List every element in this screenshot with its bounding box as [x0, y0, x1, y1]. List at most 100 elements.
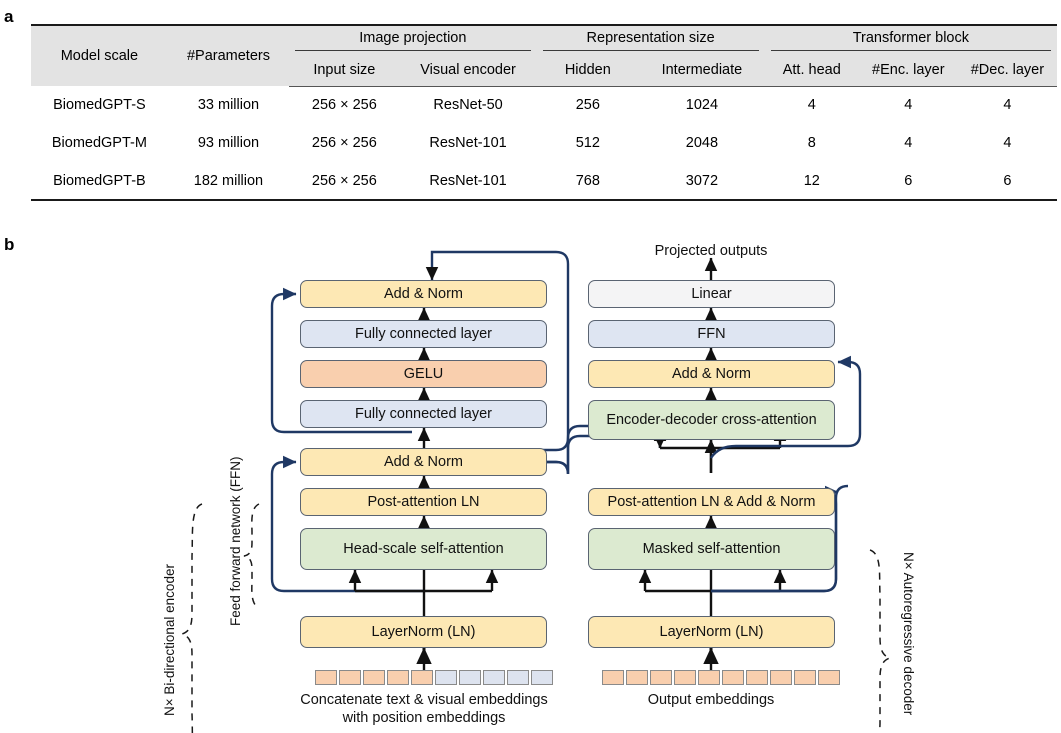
cell-visual-encoder: ResNet-101 [399, 162, 537, 201]
encoder-embedding-token-row [315, 670, 553, 685]
encoder-bracket-label: N× Bi-directional encoder [162, 564, 177, 716]
decoder-linear-label: Linear [691, 286, 732, 302]
table-header: Model scale #Parameters Image projection… [31, 24, 1057, 87]
encoder-add-norm-ffn-label: Add & Norm [384, 286, 463, 302]
encoder-layernorm-block[interactable]: LayerNorm (LN) [300, 616, 547, 648]
encoder-caption-line-2: with position embeddings [342, 710, 506, 726]
column-header-parameters: #Parameters [167, 24, 290, 86]
group-header-transformer-block: Transformer block [764, 24, 1057, 54]
encoder-self-attention-label: Head-scale self-attention [343, 541, 504, 557]
decoder-qkv-fan [638, 569, 787, 593]
encoder-fully-connected-upper-block[interactable]: Fully connected layer [300, 320, 547, 348]
column-header-intermediate: Intermediate [639, 54, 765, 87]
output-embedding-token [602, 670, 624, 685]
decoder-add-norm-block[interactable]: Add & Norm [588, 360, 835, 388]
cell-dec-layer: 4 [1003, 135, 1012, 151]
visual-embedding-token [507, 670, 529, 685]
encoder-fc-upper-label: Fully connected layer [354, 326, 492, 342]
cell-parameters: 93 million [197, 135, 260, 151]
cell-enc-layer: 6 [858, 162, 958, 201]
cell-model-scale: BiomedGPT-M [51, 135, 147, 151]
group-header-image-projection: Image projection [289, 24, 537, 54]
output-embedding-token [650, 670, 672, 685]
encoder-post-attention-ln-block[interactable]: Post-attention LN [300, 488, 547, 516]
output-embedding-token [698, 670, 720, 685]
encoder-add-norm-attn-label: Add & Norm [384, 454, 463, 470]
output-embedding-token [770, 670, 792, 685]
cell-visual-encoder: ResNet-101 [429, 135, 507, 151]
encoder-caption-line-1: Concatenate text & visual embeddings [300, 692, 548, 708]
decoder-layernorm-label: LayerNorm (LN) [659, 624, 764, 640]
encoder-gelu-block[interactable]: GELU [300, 360, 547, 388]
output-embedding-token [746, 670, 768, 685]
table-group-header-row: Model scale #Parameters Image projection… [31, 24, 1057, 86]
decoder-output-label: Projected outputs [654, 243, 768, 259]
text-embedding-token [411, 670, 433, 685]
cell-dec-layer: 4 [1003, 97, 1012, 114]
encoder-self-attention-block[interactable]: Head-scale self-attention [300, 528, 547, 570]
column-header-enc-layer: #Enc. layer [858, 54, 958, 87]
output-embedding-token [818, 670, 840, 685]
encoder-qkv-fan [348, 569, 499, 593]
cell-hidden: 256 [575, 97, 600, 114]
visual-embedding-token [531, 670, 553, 685]
decoder-ffn-block[interactable]: FFN [588, 320, 835, 348]
cell-att-head: 12 [764, 162, 859, 201]
column-header-hidden: Hidden [536, 54, 640, 87]
encoder-fc-lower-label: Fully connected layer [354, 406, 492, 422]
cell-parameters: 33 million [197, 97, 260, 113]
decoder-add-norm-label: Add & Norm [672, 366, 751, 382]
panel-b-letter: b [4, 235, 15, 254]
decoder-ffn-label: FFN [697, 326, 726, 342]
cell-att-head: 8 [807, 135, 816, 151]
decoder-linear-block[interactable]: Linear [588, 280, 835, 308]
cell-input-size: 256 × 256 [289, 162, 400, 201]
decoder-layernorm-block[interactable]: LayerNorm (LN) [588, 616, 835, 648]
table-subheader-row: Input size Visual encoder Hidden Interme… [31, 54, 1057, 87]
encoder-layernorm-label: LayerNorm (LN) [371, 624, 476, 640]
cell-enc-layer: 4 [904, 135, 913, 151]
cell-enc-layer: 4 [904, 97, 913, 114]
output-embedding-token [626, 670, 648, 685]
cell-visual-encoder: ResNet-50 [433, 97, 503, 114]
column-header-model-scale: Model scale [31, 24, 168, 86]
cell-hidden: 768 [536, 162, 640, 201]
cell-model-scale: BiomedGPT-B [31, 162, 168, 201]
table-row: BiomedGPT-S 33 million 256 × 256 ResNet-… [31, 86, 1057, 124]
cell-att-head: 4 [807, 97, 816, 114]
decoder-cross-attention-label: Encoder-decoder cross-attention [606, 412, 817, 428]
visual-embedding-token [459, 670, 481, 685]
model-scale-table-panel: Model scale #Parameters Image projection… [31, 24, 1057, 201]
table-body: BiomedGPT-S 33 million 256 × 256 ResNet-… [31, 86, 1057, 201]
cell-intermediate: 3072 [639, 162, 765, 201]
output-embedding-token [674, 670, 696, 685]
embedding-input-arrows [416, 647, 719, 665]
decoder-masked-self-attention-block[interactable]: Masked self-attention [588, 528, 835, 570]
decoder-input-caption: Output embeddings [647, 692, 775, 708]
ffn-bracket-label: Feed forward network (FFN) [228, 456, 243, 626]
encoder-add-norm-ffn-block[interactable]: Add & Norm [300, 280, 547, 308]
cell-hidden: 512 [575, 135, 600, 151]
decoder-cross-attention-block[interactable]: Encoder-decoder cross-attention [588, 400, 835, 440]
text-embedding-token [339, 670, 361, 685]
decoder-bracket-label: N× Autoregressive decoder [901, 552, 916, 716]
decoder-masked-self-attention-label: Masked self-attention [642, 541, 781, 557]
column-header-visual-encoder: Visual encoder [399, 54, 537, 87]
column-header-input-size: Input size [289, 54, 400, 87]
encoder-add-norm-attn-block[interactable]: Add & Norm [300, 448, 547, 476]
column-header-att-head: Att. head [764, 54, 859, 87]
panel-a-letter: a [4, 7, 14, 26]
decoder-post-attention-ln-add-norm-block[interactable]: Post-attention LN & Add & Norm [588, 488, 835, 516]
encoder-fully-connected-lower-block[interactable]: Fully connected layer [300, 400, 547, 428]
visual-embedding-token [435, 670, 457, 685]
cell-input-size: 256 × 256 [311, 135, 377, 151]
decoder-brace [869, 549, 893, 733]
text-embedding-token [387, 670, 409, 685]
architecture-diagram: Add & Norm Fully connected layer GELU Fu… [0, 236, 1061, 733]
cell-parameters: 182 million [167, 162, 290, 201]
encoder-brace [179, 503, 203, 733]
visual-embedding-token [483, 670, 505, 685]
output-embedding-token [722, 670, 744, 685]
ffn-brace [243, 503, 260, 609]
text-embedding-token [363, 670, 385, 685]
